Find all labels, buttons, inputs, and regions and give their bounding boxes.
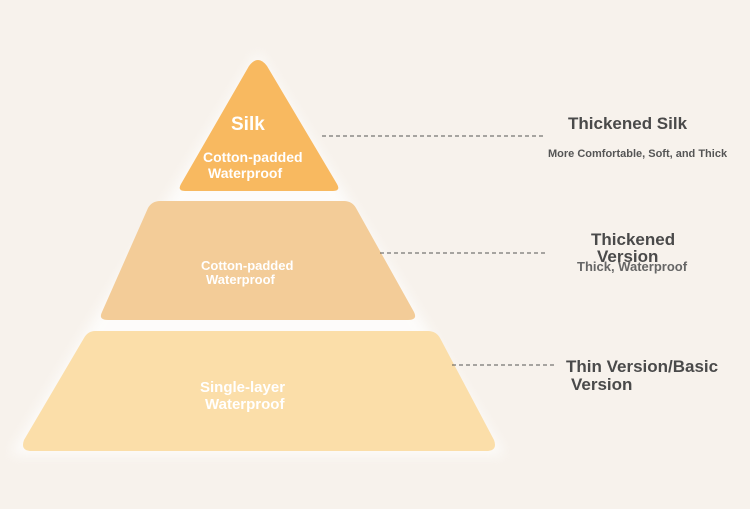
tier-top-line2: Waterproof [208,165,282,181]
pyramid-tier-bottom [23,331,495,451]
tier-middle-line2: Waterproof [206,272,276,287]
tier-middle-line1: Cotton-padded [201,258,293,273]
tier-bottom-line2: Waterproof [205,396,285,413]
tier-top-line1: Cotton-padded [203,149,303,165]
label-middle-title-line2: Version [597,247,659,266]
tier-top-title: Silk [231,114,265,135]
label-top-subtitle: More Comfortable, Soft, and Thick [548,148,728,160]
pyramid-tier-top [179,60,339,191]
label-middle-title-line1: Thickened [591,230,676,249]
label-bottom-title-line2: Version [571,375,633,394]
label-top-title: Thickened Silk [568,114,688,133]
tier-bottom-line1: Single-layer [200,379,285,396]
label-bottom-title-line1: Thin Version/Basic [566,357,719,376]
label-middle-subtitle: Thick, Waterproof [577,259,688,274]
pyramid-tier-middle [100,201,416,320]
